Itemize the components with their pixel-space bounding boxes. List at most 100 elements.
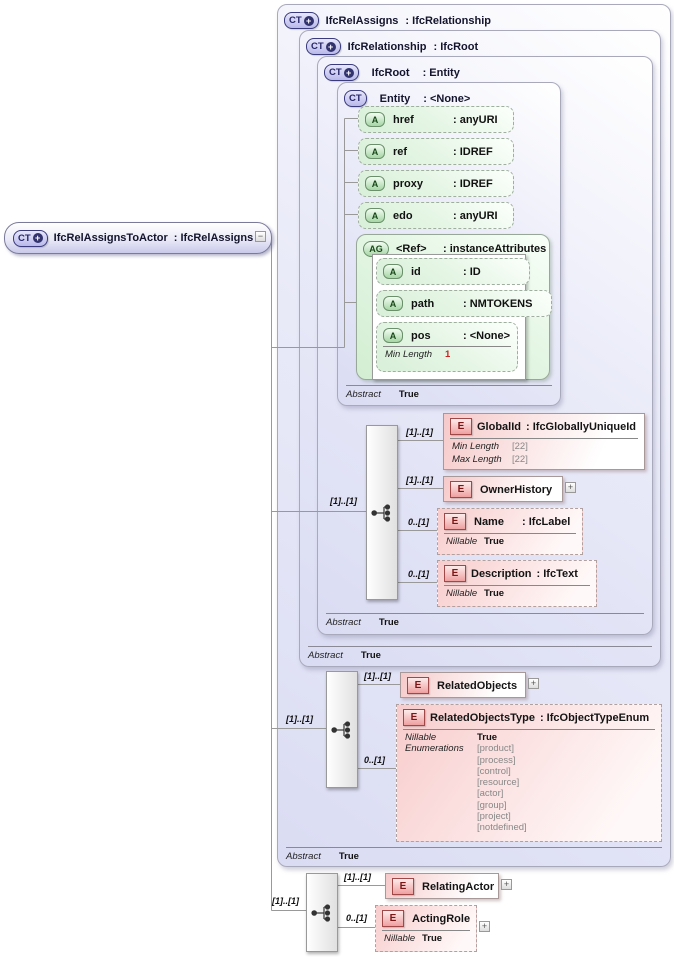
max-length-facet: Max Length [22] [452,454,528,465]
attr-edo[interactable]: A edo : anyURI [358,202,514,229]
attr-href[interactable]: A href : anyURI [358,106,514,133]
node-description[interactable]: E Description : IfcText Nillable True [437,560,597,607]
nillable-facet: Nillable True [384,933,443,944]
attr-type: : IDREF [453,145,493,158]
abstract-facet: Abstract True [286,847,662,862]
node-globalid[interactable]: E GlobalId : IfcGloballyUniqueId Min Len… [443,413,645,470]
complex-type-icon: CT+ [306,38,341,55]
expand-button-ownerhistory[interactable]: + [565,482,576,493]
connector-ifcroot-seq-children [396,440,444,583]
class-name: Entity [379,92,411,105]
attr-pos[interactable]: A pos : <None> Min Length 1 [376,322,518,372]
sequence-icon [311,903,331,922]
sequence-ifcrelassigns[interactable] [326,671,358,788]
cardinality-label: 0..[1] [408,569,430,579]
element-header: E RelatedObjects [401,673,525,697]
root-node-name: IfcRelAssignsToActor [53,232,168,244]
element-icon: E [403,709,425,726]
sequence-ifcroot[interactable] [366,425,398,600]
element-header: E RelatedObjectsType : IfcObjectTypeEnum [397,705,661,729]
attr-type: : ID [463,265,481,278]
attribute-icon: A [365,208,385,223]
abstract-facet: Abstract True [346,385,552,400]
connector-sequence-branches [271,511,367,911]
collapse-button[interactable]: − [255,231,266,242]
attr-name: ref [393,145,408,158]
node-ownerhistory[interactable]: E OwnerHistory [443,476,563,502]
element-icon: E [392,878,414,895]
class-header-ifcroot: CT+ IfcRoot : Entity [324,64,460,81]
node-actingrole[interactable]: E ActingRole Nillable True [375,905,477,952]
connector-trunk [266,237,272,911]
element-icon: E [444,565,466,582]
cardinality-label: [1]..[1] [344,872,371,882]
class-name: IfcRelAssigns [325,14,399,27]
element-header: E ActingRole [376,906,476,930]
expand-button-relatedobjects[interactable]: + [528,678,539,689]
attr-name: id [411,265,421,278]
facet-separator [383,346,511,347]
facet-separator [403,729,655,730]
group-name: <Ref> [396,243,427,255]
attr-ref[interactable]: A ref : IDREF [358,138,514,165]
class-header-entity: CT Entity : <None> [344,90,470,107]
expand-button-relatingactor[interactable]: + [501,879,512,890]
attr-type: : anyURI [453,209,498,222]
element-icon: E [382,910,404,927]
attr-type: : anyURI [453,113,498,126]
cardinality-label: [1]..[1] [364,671,391,681]
facet-separator [382,930,470,931]
element-icon: E [450,481,472,498]
class-base-type: : Entity [422,66,460,79]
connector-actor-seq-children [336,885,386,928]
facet-separator [444,585,590,586]
class-name: IfcRelationship [347,40,427,53]
complex-type-icon: CT+ [284,12,319,29]
element-header: E OwnerHistory [444,477,562,501]
attr-header: A pos : <None> [377,323,517,346]
facet-labels: Nillable Enumerations [405,732,464,755]
enum-facets: Nillable Enumerations True [product] [pr… [397,730,661,834]
attr-proxy[interactable]: A proxy : IDREF [358,170,514,197]
attr-type: : NMTOKENS [463,297,533,310]
class-base-type: : <None> [423,92,471,105]
node-relatedobjectstype[interactable]: E RelatedObjectsType : IfcObjectTypeEnum… [396,704,662,842]
cardinality-label: 0..[1] [364,755,386,765]
abstract-facet: Abstract True [326,613,644,628]
attribute-icon: A [383,296,403,311]
element-header: E RelatingActor [386,874,498,898]
facet-separator [450,438,638,439]
attribute-group-header: AG <Ref> : instanceAttributes [363,241,546,257]
node-relatedobjects[interactable]: E RelatedObjects [400,672,526,698]
plus-icon: + [343,67,354,78]
connector-ifcrelassigns-seq-children [356,684,401,769]
attr-name: pos [411,329,431,342]
sequence-actor[interactable] [306,873,338,952]
group-type: : instanceAttributes [443,243,547,255]
class-header-ifcrelationship: CT+ IfcRelationship : IfcRoot [306,38,478,55]
attr-name: path [411,297,435,310]
class-name: IfcRoot [371,66,410,79]
attr-id[interactable]: A id : ID [376,258,530,285]
node-relatingactor[interactable]: E RelatingActor [385,873,499,899]
attr-name: href [393,113,414,126]
node-name[interactable]: E Name : IfcLabel Nillable True [437,508,583,555]
cardinality-label: [1]..[1] [272,896,299,906]
element-header: E GlobalId : IfcGloballyUniqueId [444,414,644,438]
expand-button-actingrole[interactable]: + [479,921,490,932]
element-icon: E [444,513,466,530]
cardinality-label: [1]..[1] [406,475,433,485]
min-length-facet: Min Length [22] [452,441,528,452]
attr-path[interactable]: A path : NMTOKENS [376,290,552,317]
min-length-facet: Min Length 1 [385,349,451,360]
element-header: E Description : IfcText [438,561,596,585]
facet-values: True [product] [process] [control] [reso… [477,732,527,834]
attribute-icon: A [365,144,385,159]
attribute-icon: A [383,264,403,279]
nillable-facet: Nillable True [446,588,505,599]
element-header: E Name : IfcLabel [438,509,582,533]
node-ifcrelassignstoactor[interactable]: CT+ IfcRelAssignsToActor : IfcRelAssigns [4,222,272,254]
facet-separator [444,533,576,534]
abstract-facet: Abstract True [308,646,652,661]
